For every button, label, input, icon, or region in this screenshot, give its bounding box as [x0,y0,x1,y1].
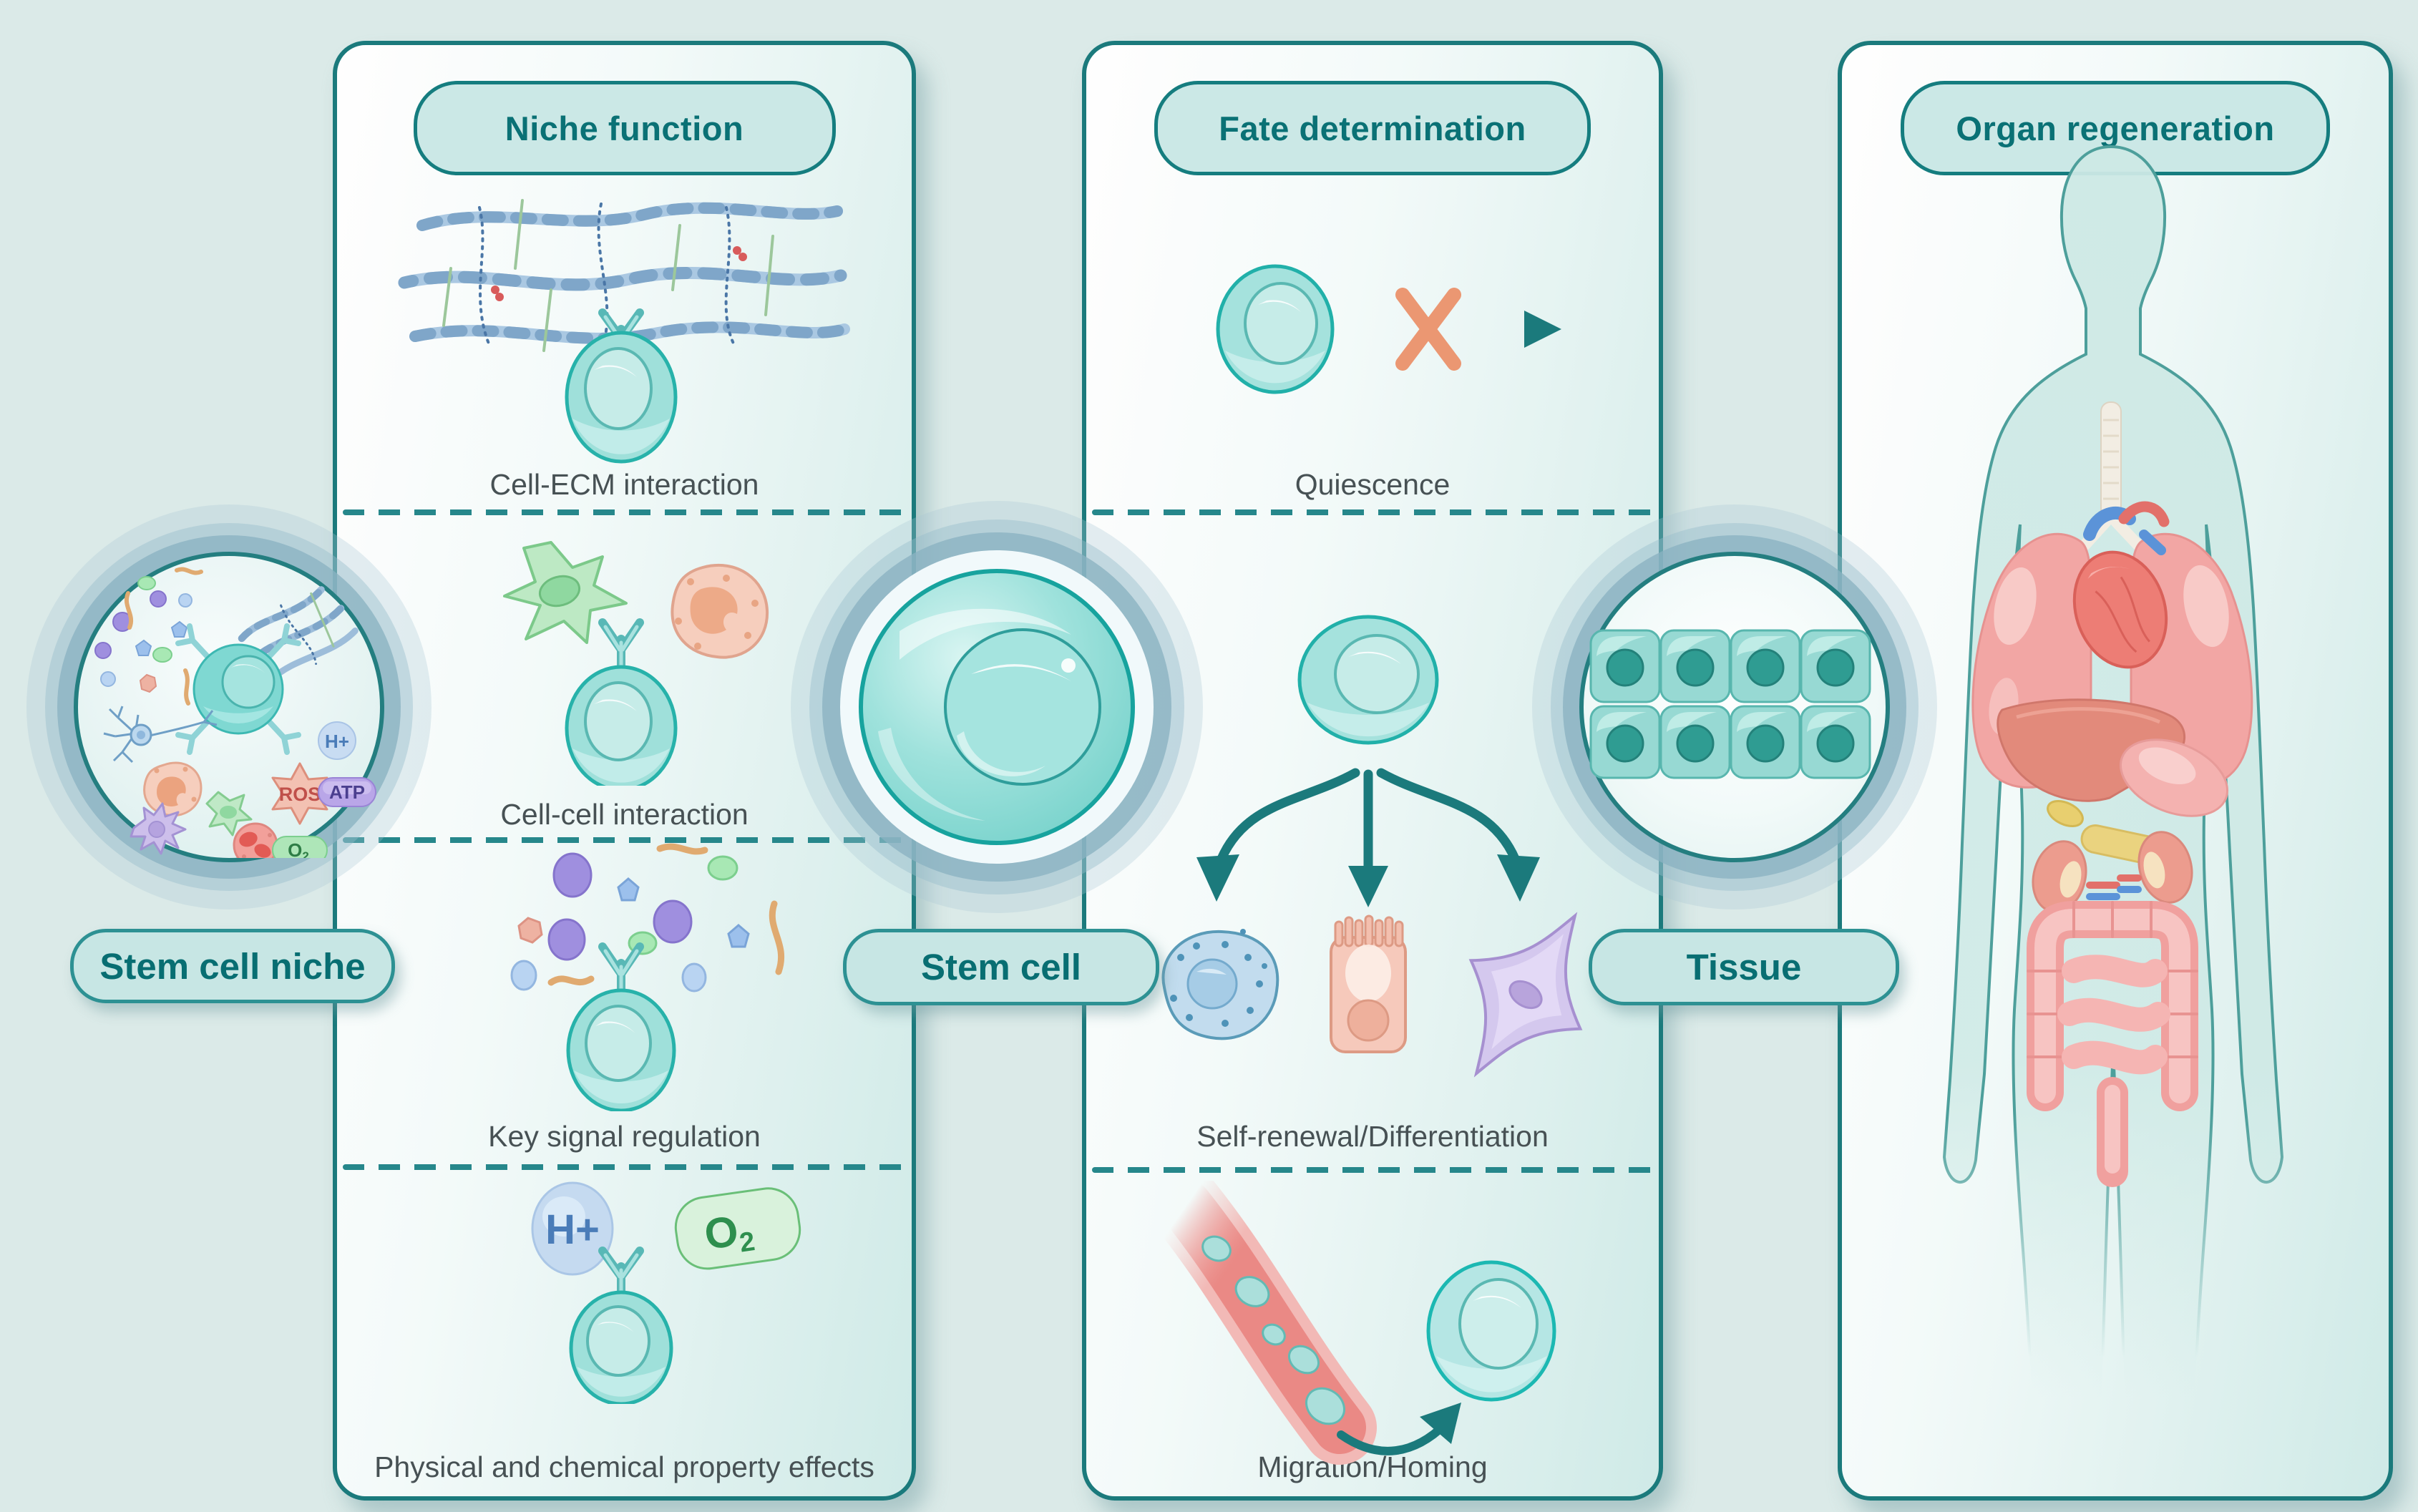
cell-cell-label: Cell-cell interaction [500,798,749,831]
stem-cell-icon [1216,264,1335,394]
ros-molecule: ROS [271,762,328,825]
blocked-arrow [1348,311,1561,348]
organ-regeneration-title: Organ regeneration [1956,109,2275,147]
o2-molecule: O2 [674,1187,801,1270]
niche-function-title: Niche function [504,109,744,147]
migration-homing-illustration [1149,1181,1556,1465]
fate-determination-title: Fate determination [1219,109,1526,147]
neuron-icon [103,706,218,764]
physical-chemical-illustration: H+ O2 [531,1181,801,1404]
differentiation-arrowheads [1196,854,1540,907]
divider-fate-2 [1092,1167,1653,1173]
pink-niche-cell-icon [671,563,769,659]
human-body-illustration [1942,145,2284,1492]
stem-cell-pill: Stem cell [843,929,1159,1005]
stem-cell-niche-pill-label: Stem cell niche [99,945,366,987]
red-cell-cluster-icon [233,822,278,858]
purple-dendritic-cell-icon [130,802,187,855]
tissue-cells-illustration [1589,629,1871,779]
kidneys-icon [2032,831,2193,913]
vessel-cells [1201,1235,1345,1425]
x-mark-icon [1395,288,1461,371]
quiescence-label: Quiescence [1295,468,1451,501]
o2-molecule: O2 [272,836,328,858]
tissue-pill-label: Tissue [1686,947,1802,987]
divider-niche-3 [343,1164,906,1170]
o2-text: O2 [288,839,309,858]
atp-molecule: ATP [318,777,376,807]
stem-cell-icon [565,308,678,464]
tissue-cell-grid [1589,629,1871,779]
tissue-pill: Tissue [1589,929,1899,1005]
blue-daughter-cell-icon [1161,929,1279,1040]
niche-central-stem-cell-icon [175,623,301,755]
self-renewal-label: Self-renewal/Differentiation [1196,1120,1549,1153]
stem-cell-icon [566,942,676,1111]
stem-cell-icon [1297,615,1439,745]
signal-molecules [510,843,785,992]
niche-molecules [94,567,203,706]
stem-cell-large-icon [859,569,1135,845]
pink-niche-cell-icon [143,761,203,817]
ecm-fiber-ropes [398,199,850,352]
intestines-icon [2027,901,2198,1187]
stem-cell-niche-pill: Stem cell niche [70,929,395,1003]
heart-icon [2072,501,2170,669]
o2-text: O2 [701,1204,756,1263]
self-renewal-illustration [1161,615,1583,1078]
columnar-cell-icon [1330,914,1407,1053]
h-plus-text: H+ [545,1206,600,1253]
quiescence-illustration [1216,264,1561,394]
gallbladder-icon [2047,800,2084,827]
fate-determination-header-pill: Fate determination [1154,81,1591,175]
migration-homing-label: Migration/Homing [1257,1450,1488,1483]
stem-cell-pill-label: Stem cell [921,947,1081,987]
green-niche-cell-icon [205,791,253,837]
key-signal-illustration [510,843,785,1111]
stomach-icon [2119,738,2229,817]
homing-arrow [1337,1403,1461,1455]
trachea-icon [2079,401,2144,551]
body-silhouette [1942,145,2284,1492]
cell-ecm-label: Cell-ECM interaction [489,468,759,501]
h-plus-molecule: H+ [318,721,356,760]
stem-cell-icon [569,1247,673,1404]
atp-text: ATP [329,781,365,803]
spindle-cell-icon [1468,912,1583,1078]
h-plus-molecule: H+ [531,1181,614,1276]
stem-cell-icon [565,618,678,786]
key-signal-label: Key signal regulation [488,1120,761,1153]
physical-chemical-label: Physical and chemical property effects [374,1450,874,1483]
divider-fate-1 [1092,509,1653,515]
differentiation-arrows [1217,768,1520,878]
niche-contents-illustration: ROS H+ ATP O2 [94,567,376,858]
green-niche-cell-icon [503,541,628,644]
ecm-binding-dots [491,246,747,301]
ros-text: ROS [279,784,321,805]
divider-niche-2 [343,837,906,843]
stem-cell-icon [1426,1260,1556,1402]
divider-niche-1 [343,509,906,515]
cell-cell-illustration [503,541,769,786]
cell-ecm-illustration [398,199,850,464]
h-plus-text: H+ [325,731,349,752]
niche-function-header-pill: Niche function [413,81,836,175]
